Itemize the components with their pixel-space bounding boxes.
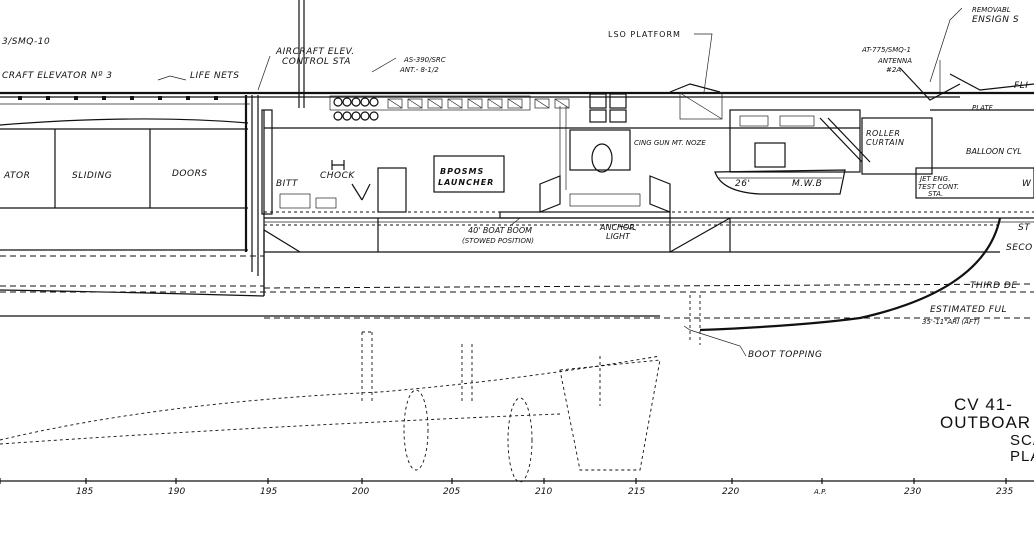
frame-190: 190 <box>168 487 185 497</box>
label-anchor-1: ANCHOR <box>599 223 635 232</box>
label-antenna-2: #2A <box>886 66 901 74</box>
catwalk-racks <box>329 93 627 190</box>
label-door-2: SLIDING <box>72 171 112 181</box>
label-mwb-length: 26' <box>735 179 750 189</box>
frame-195: 195 <box>260 487 277 497</box>
frame-230: 230 <box>904 487 921 497</box>
label-mwb: M.W.B <box>792 179 822 189</box>
label-anchor-2: LIGHT <box>606 232 631 241</box>
frame-185: 185 <box>76 487 93 497</box>
label-third-deck: THIRD DE <box>970 281 1018 291</box>
frame-220: 220 <box>722 487 739 497</box>
label-estimated-full: ESTIMATED FUL <box>930 305 1007 315</box>
label-roller-1: ROLLER <box>866 129 900 138</box>
label-bitt: BITT <box>276 179 299 189</box>
lso-platform <box>669 60 1034 199</box>
label-st-fragment: ST <box>1018 223 1031 233</box>
label-boat-boom-2: (STOWED POSITION) <box>462 237 534 245</box>
label-bposms-1: BPOSMS <box>440 167 484 176</box>
frame-215: 215 <box>628 487 645 497</box>
bitt-chock <box>279 160 371 209</box>
label-chock: CHOCK <box>320 171 355 181</box>
label-as390-1: AS-390/SRC <box>403 56 446 64</box>
flight-deck <box>0 91 1034 105</box>
deck-edge-ticks <box>18 96 218 100</box>
label-boot-topping: BOOT TOPPING <box>748 350 823 360</box>
title-line-4: PLA <box>1010 448 1034 465</box>
title-line-2: OUTBOAR <box>940 413 1031 432</box>
bposms-launcher <box>261 109 505 215</box>
gun-mount <box>499 129 671 219</box>
label-boat-boom-1: 40' BOAT BOOM <box>468 226 532 235</box>
label-jet-3: STA. <box>928 190 943 198</box>
label-door-3: DOORS <box>172 169 208 179</box>
label-second-deck: SECO <box>1006 243 1033 253</box>
label-aircraft-elev-control-1: AIRCRAFT ELEV. <box>275 47 355 57</box>
hangar-doors <box>0 95 265 296</box>
label-jet-2: TEST CONT. <box>918 183 959 191</box>
title-line-1: CV 41- <box>954 395 1013 414</box>
frame-200: 200 <box>352 487 369 497</box>
label-top-left-fragment: 3/SMQ-10 <box>2 37 50 47</box>
title-block: CV 41- OUTBOAR SCA PLA <box>940 395 1034 465</box>
frame-205: 205 <box>443 487 460 497</box>
label-life-nets: LIFE NETS <box>190 71 240 81</box>
title-line-3: SCA <box>1010 432 1034 449</box>
baseline <box>0 478 1034 484</box>
label-aircraft-elev-control-2: CONTROL STA <box>282 57 351 67</box>
motor-whale-boat <box>714 169 846 195</box>
label-balloon: BALLOON CYL <box>966 147 1022 156</box>
leader-lines <box>157 7 963 357</box>
frame-ap: A.P. <box>813 488 827 496</box>
underwater-appendages <box>0 295 701 483</box>
mast <box>298 0 305 108</box>
label-at775: AT-775/SMQ-1 <box>861 46 911 54</box>
label-removable-1: REMOVABL <box>972 6 1011 14</box>
label-aircraft-elevator: CRAFT ELEVATOR Nº 3 <box>2 71 112 81</box>
label-door-1: ATOR <box>3 171 30 181</box>
label-bposms-2: LAUNCHER <box>438 178 494 187</box>
frame-numbers: 185 190 195 200 205 210 215 220 A.P. 230… <box>76 487 1013 497</box>
label-cing-gun: CING GUN MT. NOZE <box>634 139 706 147</box>
frame-235: 235 <box>996 487 1013 497</box>
label-as390-2: ANT.- 8-1/2 <box>399 66 439 74</box>
frame-210: 210 <box>535 487 552 497</box>
label-roller-2: CURTAIN <box>866 138 904 147</box>
label-antenna-1: ANTENNA <box>877 57 912 65</box>
label-estimated-sub: 35'-11"ARI (AFT) <box>922 318 980 326</box>
label-fli-fragment: FLI <box>1014 81 1028 91</box>
label-removable-2: ENSIGN S <box>972 15 1019 25</box>
label-jet-1: JET ENG. <box>918 175 950 183</box>
label-platf: PLATF <box>972 104 994 112</box>
label-lso-platform: LSO PLATFORM <box>608 30 681 39</box>
label-w-fragment: W <box>1022 179 1032 189</box>
